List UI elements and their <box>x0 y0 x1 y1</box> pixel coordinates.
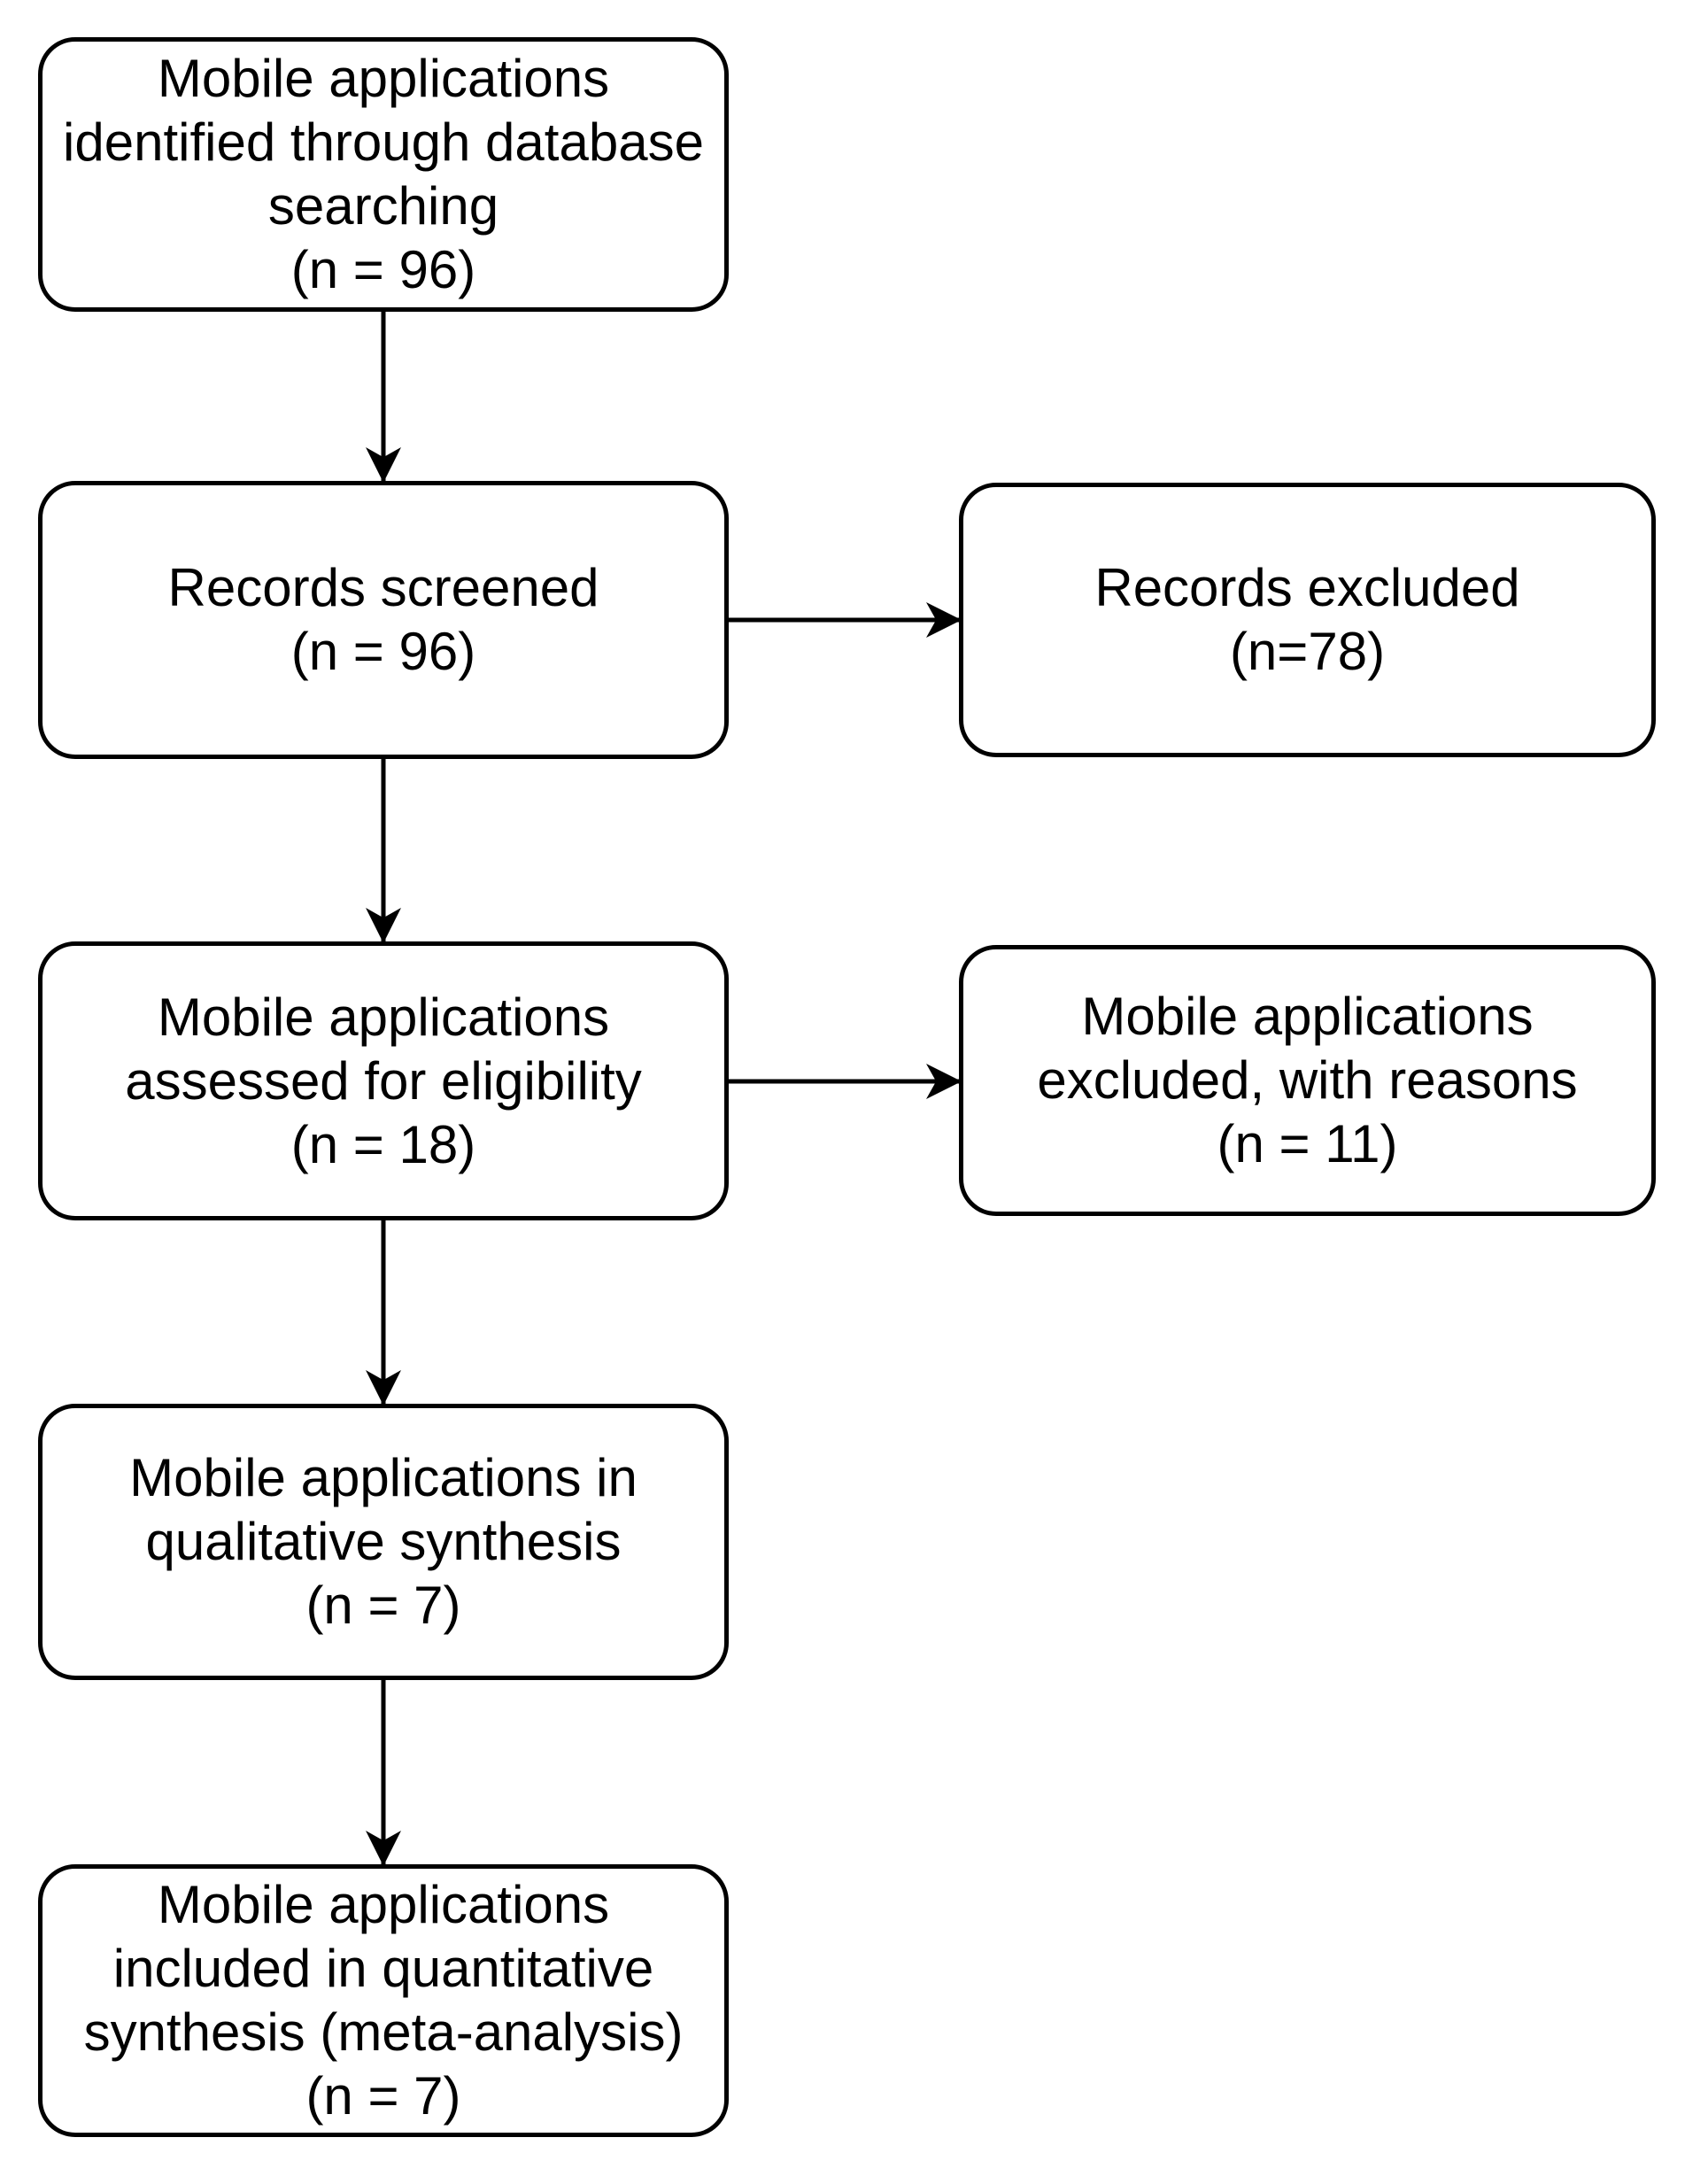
box-records-excluded: Records excluded (n=78) <box>959 483 1656 757</box>
box-text-line: (n=78) <box>1229 622 1386 681</box>
box-text-line: (n = 96) <box>290 240 476 299</box>
box-text-line: identified through database <box>63 112 704 172</box>
box-text-line: Mobile applications <box>157 1875 610 1934</box>
box-text-line: Mobile applications <box>157 49 610 108</box>
box-text-line: Records screened <box>167 558 599 617</box>
box-text-line: (n = 7) <box>305 2066 461 2126</box>
box-text-line: excluded, with reasons <box>1037 1050 1578 1110</box>
box-text-line: searching <box>267 176 499 236</box>
box-text-line: (n = 96) <box>290 622 476 681</box>
box-text-line: Mobile applications <box>1081 987 1534 1046</box>
box-qualitative-synthesis: Mobile applications in qualitative synth… <box>38 1404 729 1680</box>
box-text-line: included in quantitative <box>112 1939 654 1998</box>
box-text-line: synthesis (meta-analysis) <box>83 2002 684 2062</box>
box-identification: Mobile applications identified through d… <box>38 37 729 312</box>
box-text-line: Records excluded <box>1094 558 1520 617</box>
box-records-screened: Records screened (n = 96) <box>38 481 729 759</box>
box-apps-excluded-with-reasons: Mobile applications excluded, with reaso… <box>959 945 1656 1216</box>
box-text-line: (n = 18) <box>290 1114 476 1174</box>
box-text-line: assessed for eligibility <box>125 1050 642 1111</box>
box-text-line: qualitative synthesis <box>145 1512 622 1571</box>
box-quantitative-synthesis: Mobile applications included in quantita… <box>38 1864 729 2137</box>
box-text-line: (n = 11) <box>1217 1114 1398 1173</box>
box-text-line: Mobile applications <box>157 987 610 1047</box>
box-assessed-for-eligibility: Mobile applications assessed for eligibi… <box>38 941 729 1220</box>
box-text-line: Mobile applications in <box>129 1448 638 1507</box>
box-text-line: (n = 7) <box>305 1576 461 1635</box>
